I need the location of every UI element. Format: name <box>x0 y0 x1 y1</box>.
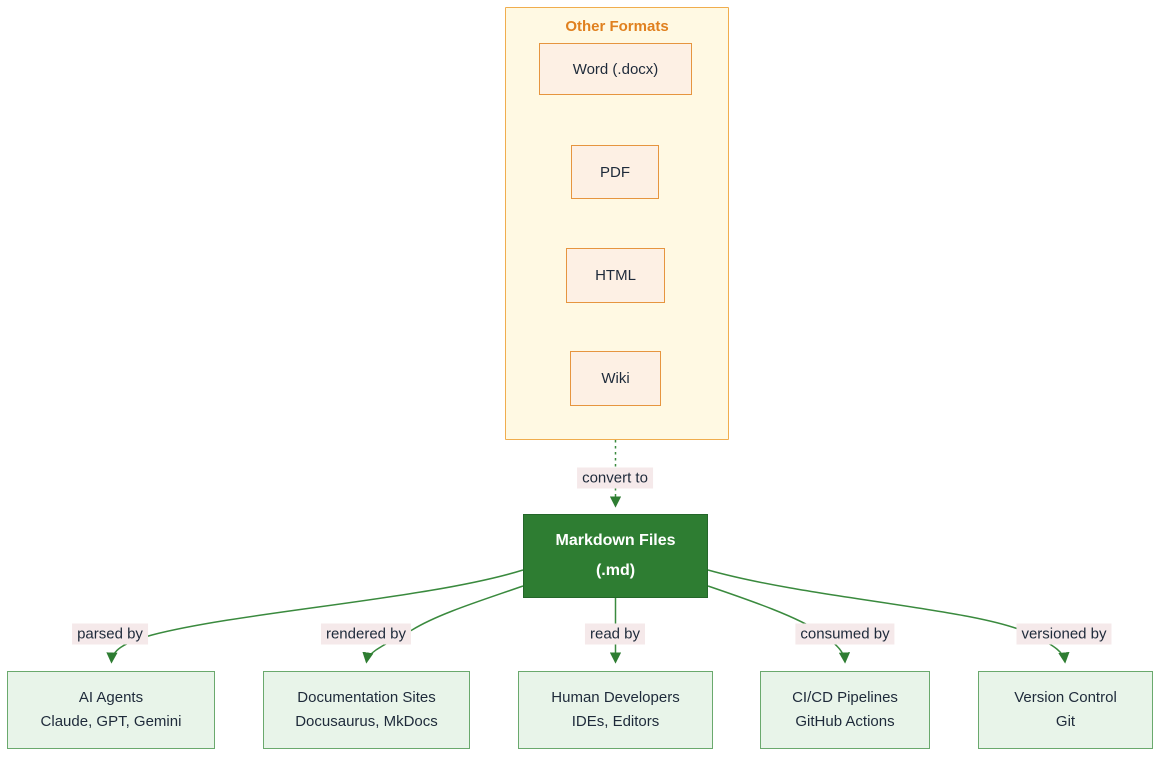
node-wiki: Wiki <box>570 351 661 406</box>
node-html: HTML <box>566 248 665 303</box>
node-human-developers-line2: IDEs, Editors <box>571 713 660 730</box>
node-markdown-line2: (.md) <box>595 562 636 579</box>
node-word-docx: Word (.docx) <box>539 43 692 95</box>
node-wiki-label: Wiki <box>601 370 630 387</box>
edge-label-versioned-by: versioned by <box>1016 623 1112 645</box>
edge-rendered-by <box>362 585 524 664</box>
node-html-label: HTML <box>595 267 636 284</box>
node-documentation-sites-line2: Docusaurus, MkDocs <box>295 713 438 730</box>
node-cicd-pipelines-line2: GitHub Actions <box>795 713 895 730</box>
node-pdf: PDF <box>571 145 659 199</box>
node-ai-agents-line1: AI Agents <box>78 689 144 706</box>
edge-label-convert-to: convert to <box>577 467 653 489</box>
node-ai-agents: AI Agents Claude, GPT, Gemini <box>7 671 215 749</box>
node-documentation-sites: Documentation Sites Docusaurus, MkDocs <box>263 671 470 749</box>
edge-label-read-by: read by <box>584 623 646 645</box>
node-human-developers: Human Developers IDEs, Editors <box>518 671 713 749</box>
node-word-docx-label: Word (.docx) <box>572 60 659 78</box>
edge-parsed-by <box>106 569 524 664</box>
edge-label-rendered-by: rendered by <box>320 623 412 645</box>
node-documentation-sites-line1: Documentation Sites <box>297 689 436 706</box>
node-cicd-pipelines: CI/CD Pipelines GitHub Actions <box>760 671 930 749</box>
node-ai-agents-line2: Claude, GPT, Gemini <box>40 713 182 730</box>
node-version-control: Version Control Git <box>978 671 1153 749</box>
node-version-control-line2: Git <box>1055 713 1076 730</box>
node-version-control-line1: Version Control <box>1014 689 1117 706</box>
edge-label-parsed-by: parsed by <box>72 623 148 645</box>
edge-label-consumed-by: consumed by <box>795 623 895 645</box>
group-title: Other Formats <box>565 18 669 35</box>
node-markdown-line1: Markdown Files <box>555 532 676 549</box>
edge-versioned-by <box>707 569 1070 664</box>
node-cicd-pipelines-line1: CI/CD Pipelines <box>792 689 898 706</box>
node-pdf-label: PDF <box>600 163 630 181</box>
node-human-developers-line1: Human Developers <box>551 689 680 706</box>
node-markdown-files: Markdown Files (.md) <box>523 514 708 598</box>
